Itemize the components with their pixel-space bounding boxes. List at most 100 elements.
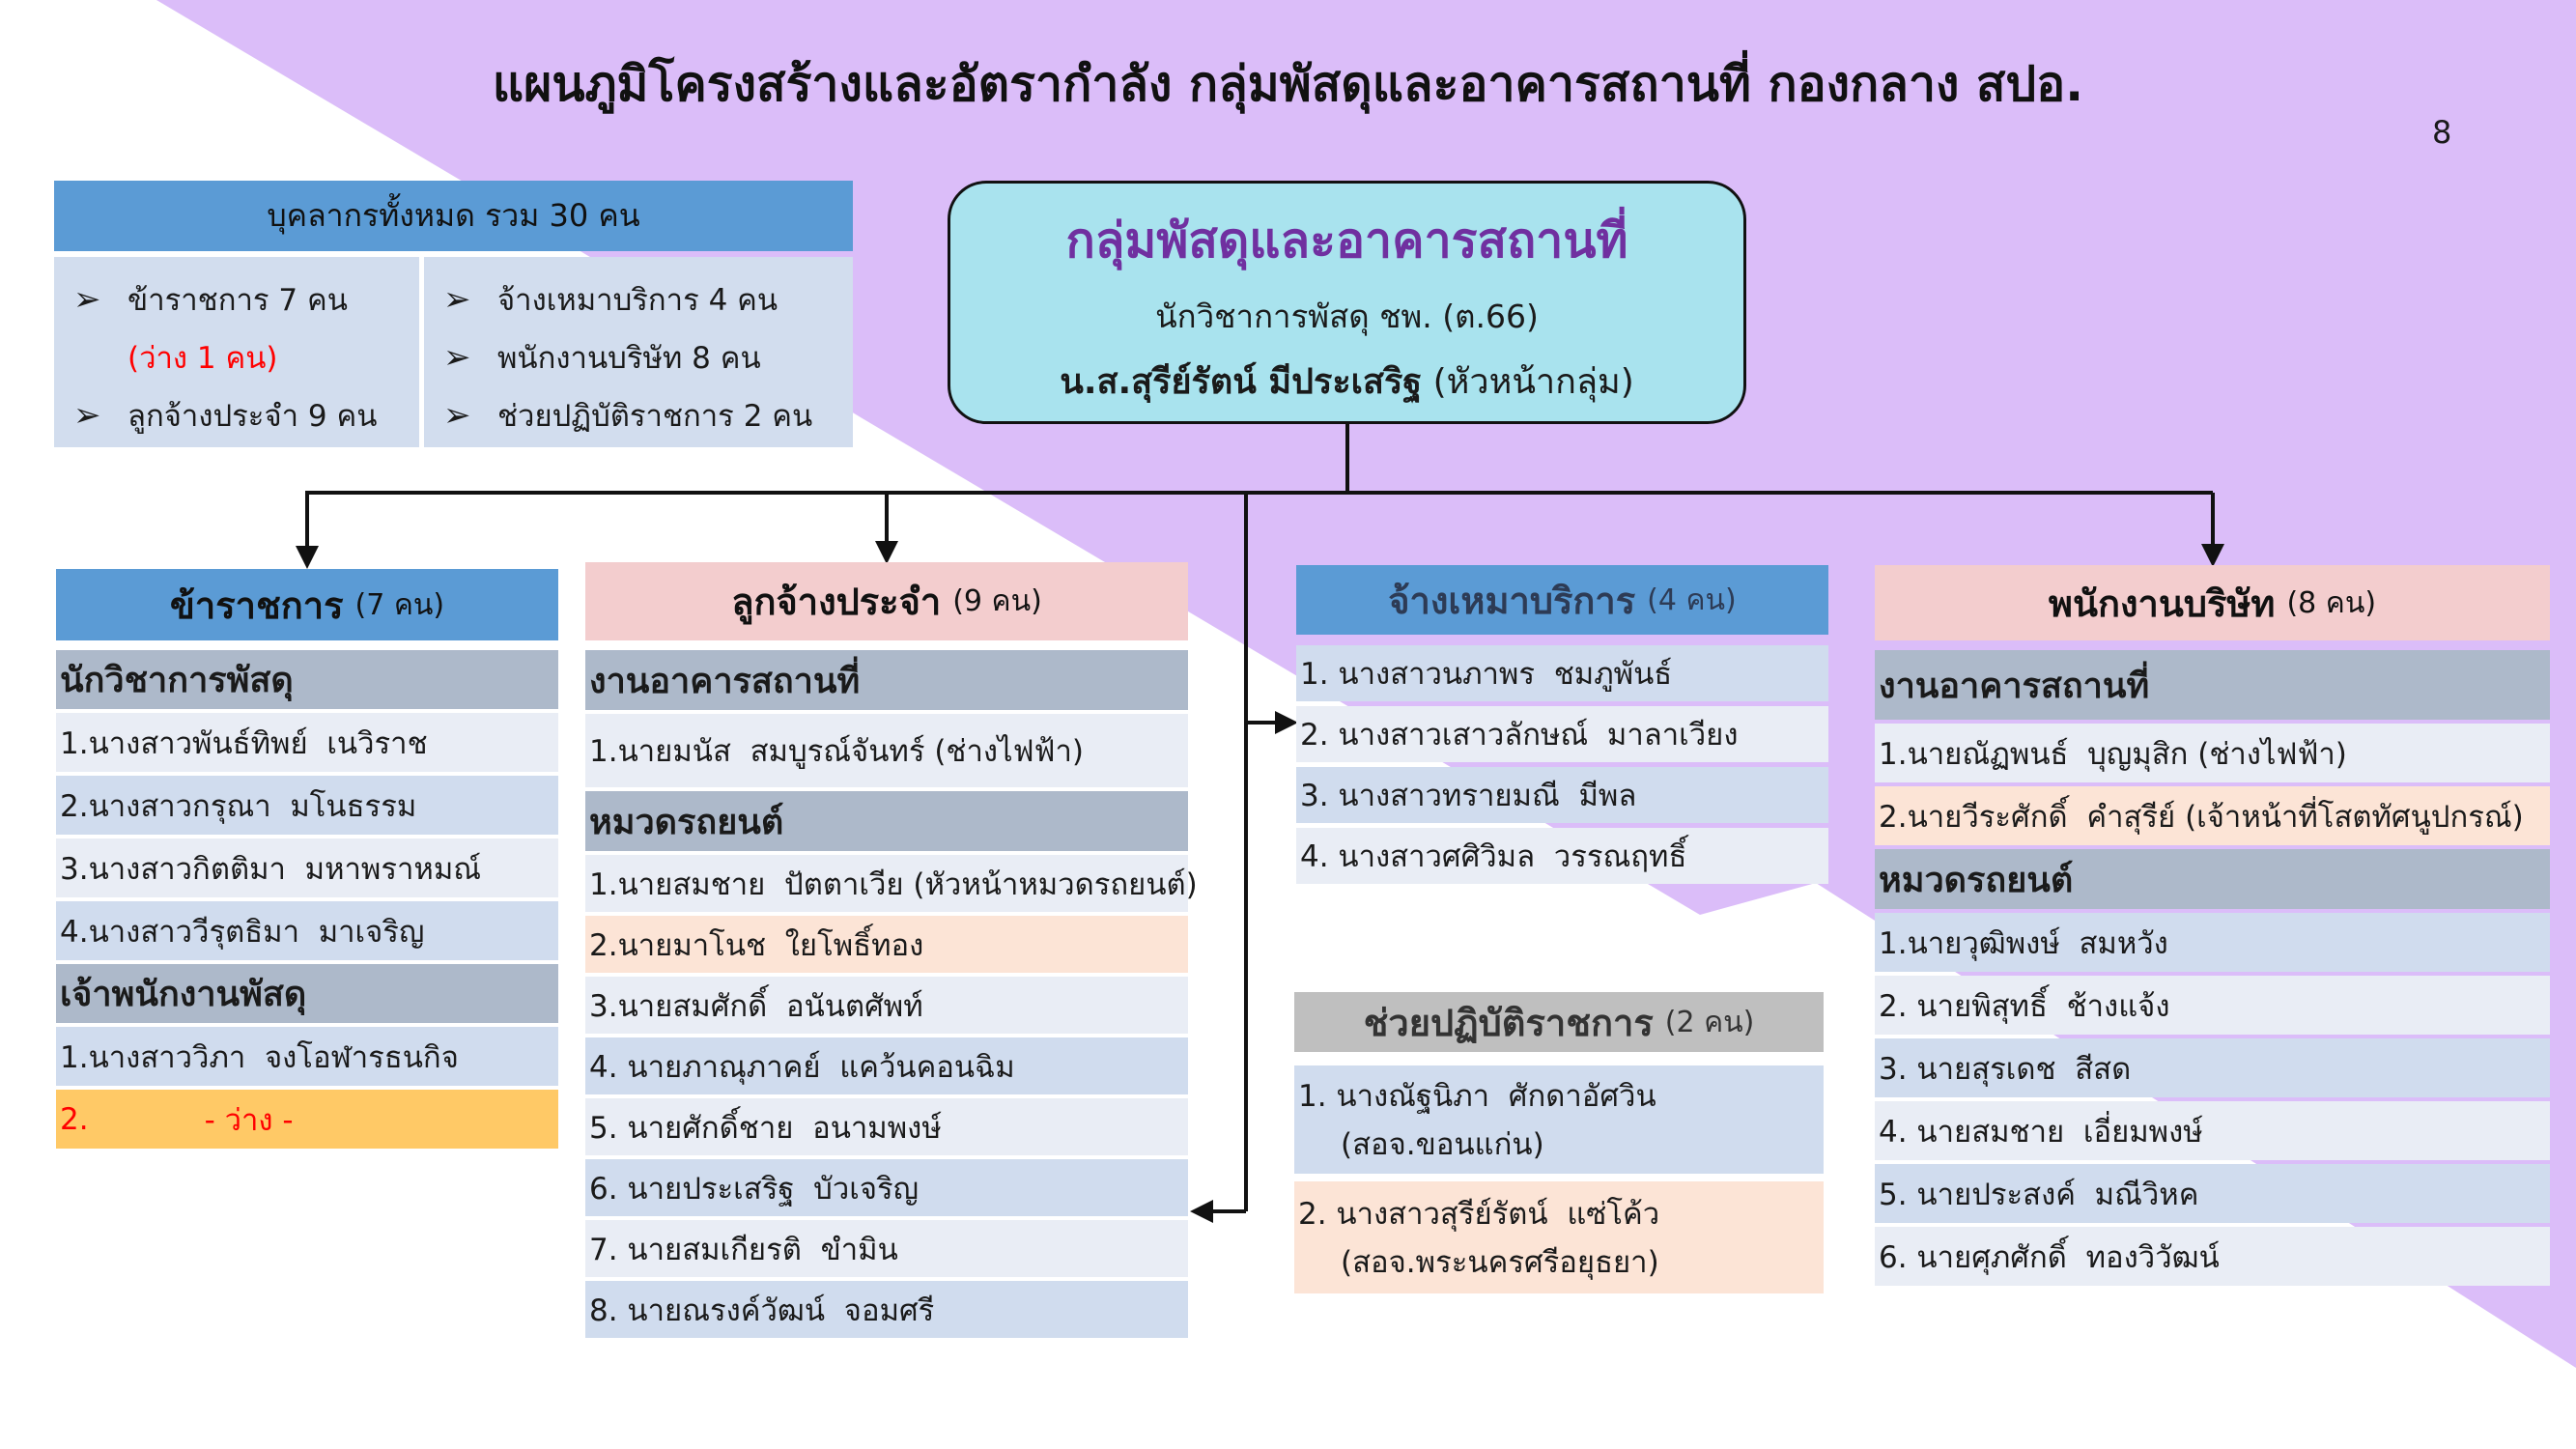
staff-name: 2. นางสาวสุรีย์รัตน์ แซ่โค้ว (1298, 1197, 1660, 1232)
staff-row: 1. นางณัฐนิภา ศักดาอัศวิน(สอจ.ขอนแก่น) (1294, 1065, 1824, 1174)
column-header: ช่วยปฏิบัติราชการ (2 คน) (1294, 992, 1824, 1052)
head-position: นักวิชาการพัสดุ ชพ. (ต.66) (1155, 298, 1539, 335)
summary-item: ➢ข้าราชการ 7 คน (54, 270, 419, 328)
page-title: แผนภูมิโครงสร้างและอัตรากำลัง กลุ่มพัสดุ… (492, 56, 2084, 112)
row-text: งานอาคารสถานที่ (589, 661, 861, 701)
column-permanent-employees: ลูกจ้างประจำ (9 คน) งานอาคารสถานที่ 1.นายมน… (585, 562, 1198, 1338)
staff-name: 1. นางณัฐนิภา ศักดาอัศวิน (1298, 1079, 1656, 1114)
row-text: 4. นายภาณุภาคย์ แคว้นคอนฉิม (589, 1049, 1015, 1085)
staff-row: 1.นายมนัส สมบูรณ์จันทร์ (ช่างไฟฟ้า) (585, 714, 1188, 787)
column-header: จ้างเหมาบริการ (4 คน) (1296, 565, 1828, 635)
row-text: 3.นายสมศักดิ์ อนันตศัพท์ (589, 988, 923, 1024)
staff-row: 4. นายสมชาย เอี่ยมพงษ์ (1875, 1101, 2550, 1160)
section-header: เจ้าพนักงานพัสดุ (56, 964, 558, 1023)
row-text: เจ้าพนักงานพัสดุ (60, 975, 307, 1014)
staff-row: 2. นางสาวสุรีย์รัตน์ แซ่โค้ว(สอจ.พระนครศ… (1294, 1181, 1824, 1293)
row-text: หมวดรถยนต์ (589, 802, 784, 842)
staff-row: 1.นายณัฏพนธ์ บุญมุสิก (ช่างไฟฟ้า) (1875, 724, 2550, 782)
summary-item: ➢พนักงานบริษัท 8 คน (424, 328, 853, 386)
summary-left: ➢ข้าราชการ 7 คน (ว่าง 1 คน) ➢ลูกจ้างประจ… (54, 257, 419, 447)
staff-row: 5. นายศักดิ์ชาย อนามพงษ์ (585, 1098, 1188, 1155)
row-text: 2.นายมาโนช ใยโพธิ์ทอง (589, 927, 924, 963)
staff-row: 1.นายสมชาย ปัตตาเวีย (หัวหน้าหมวดรถยนต์) (585, 855, 1198, 912)
row-text: 1. นางสาวนภาพร ชมภูพันธ์ (1300, 657, 1673, 692)
staff-row: 6. นายศุภศักดิ์ ทองวิวัฒน์ (1875, 1227, 2550, 1286)
row-text: 5. นายประสงค์ มณีวิหค (1879, 1177, 2199, 1212)
page-number: 8 (2432, 114, 2452, 151)
staff-row: 8. นายณรงค์วัฒน์ จอมศรี (585, 1281, 1188, 1338)
staff-row: 3. นายสุรเดช สีสด (1875, 1038, 2550, 1097)
row-number: 2. (60, 1101, 89, 1137)
arrow-bullet-icon: ➢ (443, 280, 471, 319)
row-text: นักวิชาการพัสดุ (60, 661, 294, 700)
row-text: 4. นายสมชาย เอี่ยมพงษ์ (1879, 1114, 2203, 1150)
vacant-label: - ว่าง - (204, 1102, 294, 1138)
row-text: 5. นายศักดิ์ชาย อนามพงษ์ (589, 1110, 942, 1146)
section-header: หมวดรถยนต์ (585, 791, 1188, 851)
row-text: 8. นายณรงค์วัฒน์ จอมศรี (589, 1293, 935, 1328)
row-text: 2.นายวีระศักดิ์ คำสุรีย์ (เจ้าหน้าที่โสต… (1879, 799, 2524, 835)
column-count: (2 คน) (1664, 1005, 1755, 1039)
column-civil-servants: ข้าราชการ(7 คน) นักวิชาการพัสดุ 1.นางสาวพั… (56, 569, 558, 1149)
staff-row: 6. นายประเสริฐ บัวเจริญ (585, 1159, 1188, 1216)
staff-row: 7. นายสมเกียรติ ขำมิน (585, 1220, 1188, 1277)
head-name: น.ส.สุรีย์รัตน์ มีประเสริฐ (1060, 362, 1423, 402)
vacant-position-row: 2. - ว่าง - (56, 1090, 558, 1149)
column-count: (9 คน) (952, 584, 1042, 618)
summary-item: ➢จ้างเหมาบริการ 4 คน (424, 270, 853, 328)
column-seconded-staff: ช่วยปฏิบัติราชการ (2 คน) 1. นางณัฐนิภา ศัก… (1294, 992, 1824, 1293)
section-header: งานอาคารสถานที่ (585, 650, 1188, 710)
row-text: 1.นางสาวพันธ์ทิพย์ เนวิราช (60, 725, 428, 761)
row-text: 1.นายณัฏพนธ์ บุญมุสิก (ช่างไฟฟ้า) (1879, 736, 2347, 772)
summary-header: บุคลากรทั้งหมด รวม 30 คน (54, 181, 853, 251)
staff-row: 2. นายพิสุทธิ์ ช้างแจ้ง (1875, 976, 2550, 1035)
section-header: งานอาคารสถานที่ (1875, 650, 2550, 720)
section-header: นักวิชาการพัสดุ (56, 650, 558, 709)
row-text: 6. นายศุภศักดิ์ ทองวิวัฒน์ (1879, 1239, 2220, 1275)
summary-item: ➢ลูกจ้างประจำ 9 คน (54, 386, 419, 444)
row-text: 4. นางสาวศศิวิมล วรรณฤทธิ์ (1300, 839, 1687, 874)
staff-row: 3. นางสาวทรายมณี มีพล (1296, 767, 1828, 823)
staff-row: 3.นายสมศักดิ์ อนันตศัพท์ (585, 977, 1188, 1034)
row-text: 4.นางสาววีรุตธิมา มาเจริญ (60, 914, 425, 950)
arrow-bullet-icon: ➢ (443, 396, 471, 435)
row-text: 6. นายประเสริฐ บัวเจริญ (589, 1171, 920, 1207)
staff-row: 1.นางสาววิภา จงโอฬารธนกิจ (56, 1027, 558, 1086)
row-text: 1.นายมนัส สมบูรณ์จันทร์ (ช่างไฟฟ้า) (589, 734, 1084, 769)
row-text: 2. นางสาวเสาวลักษณ์ มาลาเวียง (1300, 718, 1739, 753)
column-company-employees: พนักงานบริษัท (8 คน) งานอาคารสถานที่ 1.นายณ… (1875, 565, 2550, 1286)
section-header: หมวดรถยนต์ (1875, 849, 2550, 909)
staff-row: 4.นางสาววีรุตธิมา มาเจริญ (56, 901, 558, 960)
group-head-box: กลุ่มพัสดุและอาคารสถานที่ นักวิชาการพัสด… (948, 181, 1746, 424)
head-name-line: น.ส.สุรีย์รัตน์ มีประเสริฐ (หัวหน้ากลุ่ม… (950, 354, 1743, 409)
staff-row: 1.นายวุฒิพงษ์ สมหวัง (1875, 913, 2550, 972)
column-count: (4 คน) (1647, 582, 1737, 617)
head-role: (หัวหน้ากลุ่ม) (1422, 362, 1634, 402)
row-text: 3. นางสาวทรายมณี มีพล (1300, 779, 1637, 813)
column-title: ลูกจ้างประจำ (731, 581, 942, 623)
column-title: จ้างเหมาบริการ (1388, 579, 1636, 622)
column-header: ข้าราชการ(7 คน) (56, 569, 558, 640)
summary-right: ➢จ้างเหมาบริการ 4 คน ➢พนักงานบริษัท 8 คน… (424, 257, 853, 447)
staff-row: 1.นางสาวพันธ์ทิพย์ เนวิราช (56, 713, 558, 772)
staff-row: 3.นางสาวกิตติมา มหาพราหมณ์ (56, 838, 558, 897)
row-text: หมวดรถยนต์ (1879, 860, 2074, 900)
group-title: กลุ่มพัสดุและอาคารสถานที่ (1065, 213, 1628, 269)
arrow-bullet-icon: ➢ (443, 338, 471, 377)
column-header: พนักงานบริษัท (8 คน) (1875, 565, 2550, 640)
arrow-bullet-icon: ➢ (73, 396, 101, 435)
staff-row: 1. นางสาวนภาพร ชมภูพันธ์ (1296, 645, 1828, 701)
column-count: (7 คน) (354, 587, 445, 622)
column-count: (8 คน) (2286, 585, 2377, 620)
row-text: 3. นายสุรเดช สีสด (1879, 1051, 2132, 1087)
staff-row: 2.นางสาวกรุณา มโนธรรม (56, 776, 558, 835)
row-text: 1.นายวุฒิพงษ์ สมหวัง (1879, 925, 2168, 961)
row-text: 1.นางสาววิภา จงโอฬารธนกิจ (60, 1039, 459, 1075)
staff-row: 4. นางสาวศศิวิมล วรรณฤทธิ์ (1296, 828, 1828, 884)
column-title: พนักงานบริษัท (2048, 582, 2276, 625)
arrow-bullet-icon: ➢ (73, 280, 101, 319)
row-text: 1.นายสมชาย ปัตตาเวีย (หัวหน้าหมวดรถยนต์) (589, 867, 1198, 902)
column-title: ช่วยปฏิบัติราชการ (1363, 1001, 1654, 1044)
row-text: 2.นางสาวกรุณา มโนธรรม (60, 788, 417, 824)
